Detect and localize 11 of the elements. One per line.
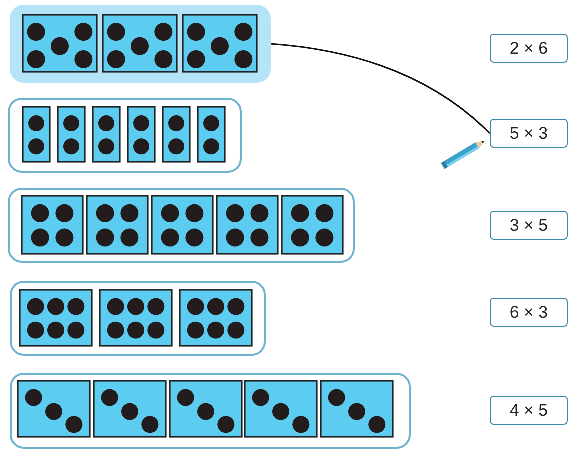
dot-card-group xyxy=(10,281,266,356)
dot-card-group xyxy=(10,373,411,449)
dot-card-group xyxy=(8,98,242,173)
dot-card-group xyxy=(10,5,271,83)
expression-box: 6 × 3 xyxy=(490,298,568,327)
matching-line xyxy=(270,43,491,134)
expression-box: 2 × 6 xyxy=(490,34,568,63)
dot-card-group xyxy=(8,188,355,263)
expression-box: 4 × 5 xyxy=(490,396,568,425)
expression-box: 5 × 3 xyxy=(490,119,568,148)
expression-box: 3 × 5 xyxy=(490,211,568,240)
